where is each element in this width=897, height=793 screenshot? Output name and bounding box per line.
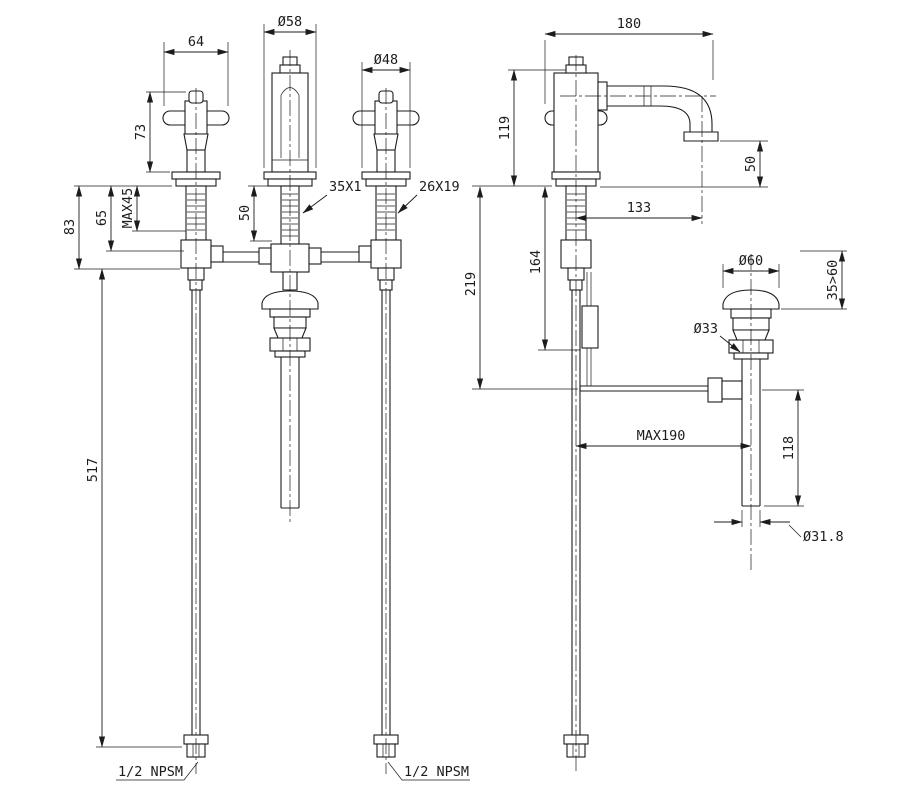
- dim-65-label: 65: [94, 210, 110, 226]
- dim-d58-label: Ø58: [278, 14, 302, 30]
- dim-50-side-label: 50: [743, 156, 759, 172]
- npsm-right-label: 1/2 NPSM: [404, 764, 469, 780]
- dim-max45-label: MAX45: [120, 188, 136, 229]
- dim-d31-8-label: Ø31.8: [803, 529, 844, 545]
- dim-50-front-label: 50: [237, 205, 253, 221]
- dim-83-label: 83: [62, 219, 78, 235]
- dim-d33-label: Ø33: [694, 321, 718, 337]
- thread-26x19-label: 26X19: [419, 179, 460, 195]
- side-drain: [722, 254, 780, 572]
- dim-64-label: 64: [188, 34, 204, 50]
- dim-517-label: 517: [85, 458, 101, 482]
- dim-d60-label: Ø60: [739, 253, 763, 269]
- dim-d48-label: Ø48: [374, 52, 398, 68]
- dim-164-label: 164: [528, 250, 544, 274]
- front-spout-and-drain: [223, 50, 359, 525]
- dim-133-label: 133: [627, 200, 651, 216]
- front-left-valve: [162, 88, 230, 774]
- front-dimensions: 64 Ø58 Ø48 73 83 65 MAX45 50 35X1 26X19 …: [62, 14, 470, 781]
- side-dimensions: 180 119 50 133 164 219 Ø60 35>60 Ø33 MAX…: [463, 16, 847, 545]
- dim-73-label: 73: [133, 124, 149, 140]
- front-right-valve: [352, 88, 420, 774]
- dim-119-label: 119: [497, 116, 513, 140]
- dim-max190-label: MAX190: [637, 428, 686, 444]
- side-faucet: [544, 55, 743, 774]
- dim-180-label: 180: [617, 16, 641, 32]
- dim-219-label: 219: [463, 272, 479, 296]
- dim-118-label: 118: [781, 436, 797, 460]
- range-35-60-label: 35>60: [825, 260, 841, 301]
- npsm-left-label: 1/2 NPSM: [118, 764, 183, 780]
- thread-35x1-label: 35X1: [329, 179, 362, 195]
